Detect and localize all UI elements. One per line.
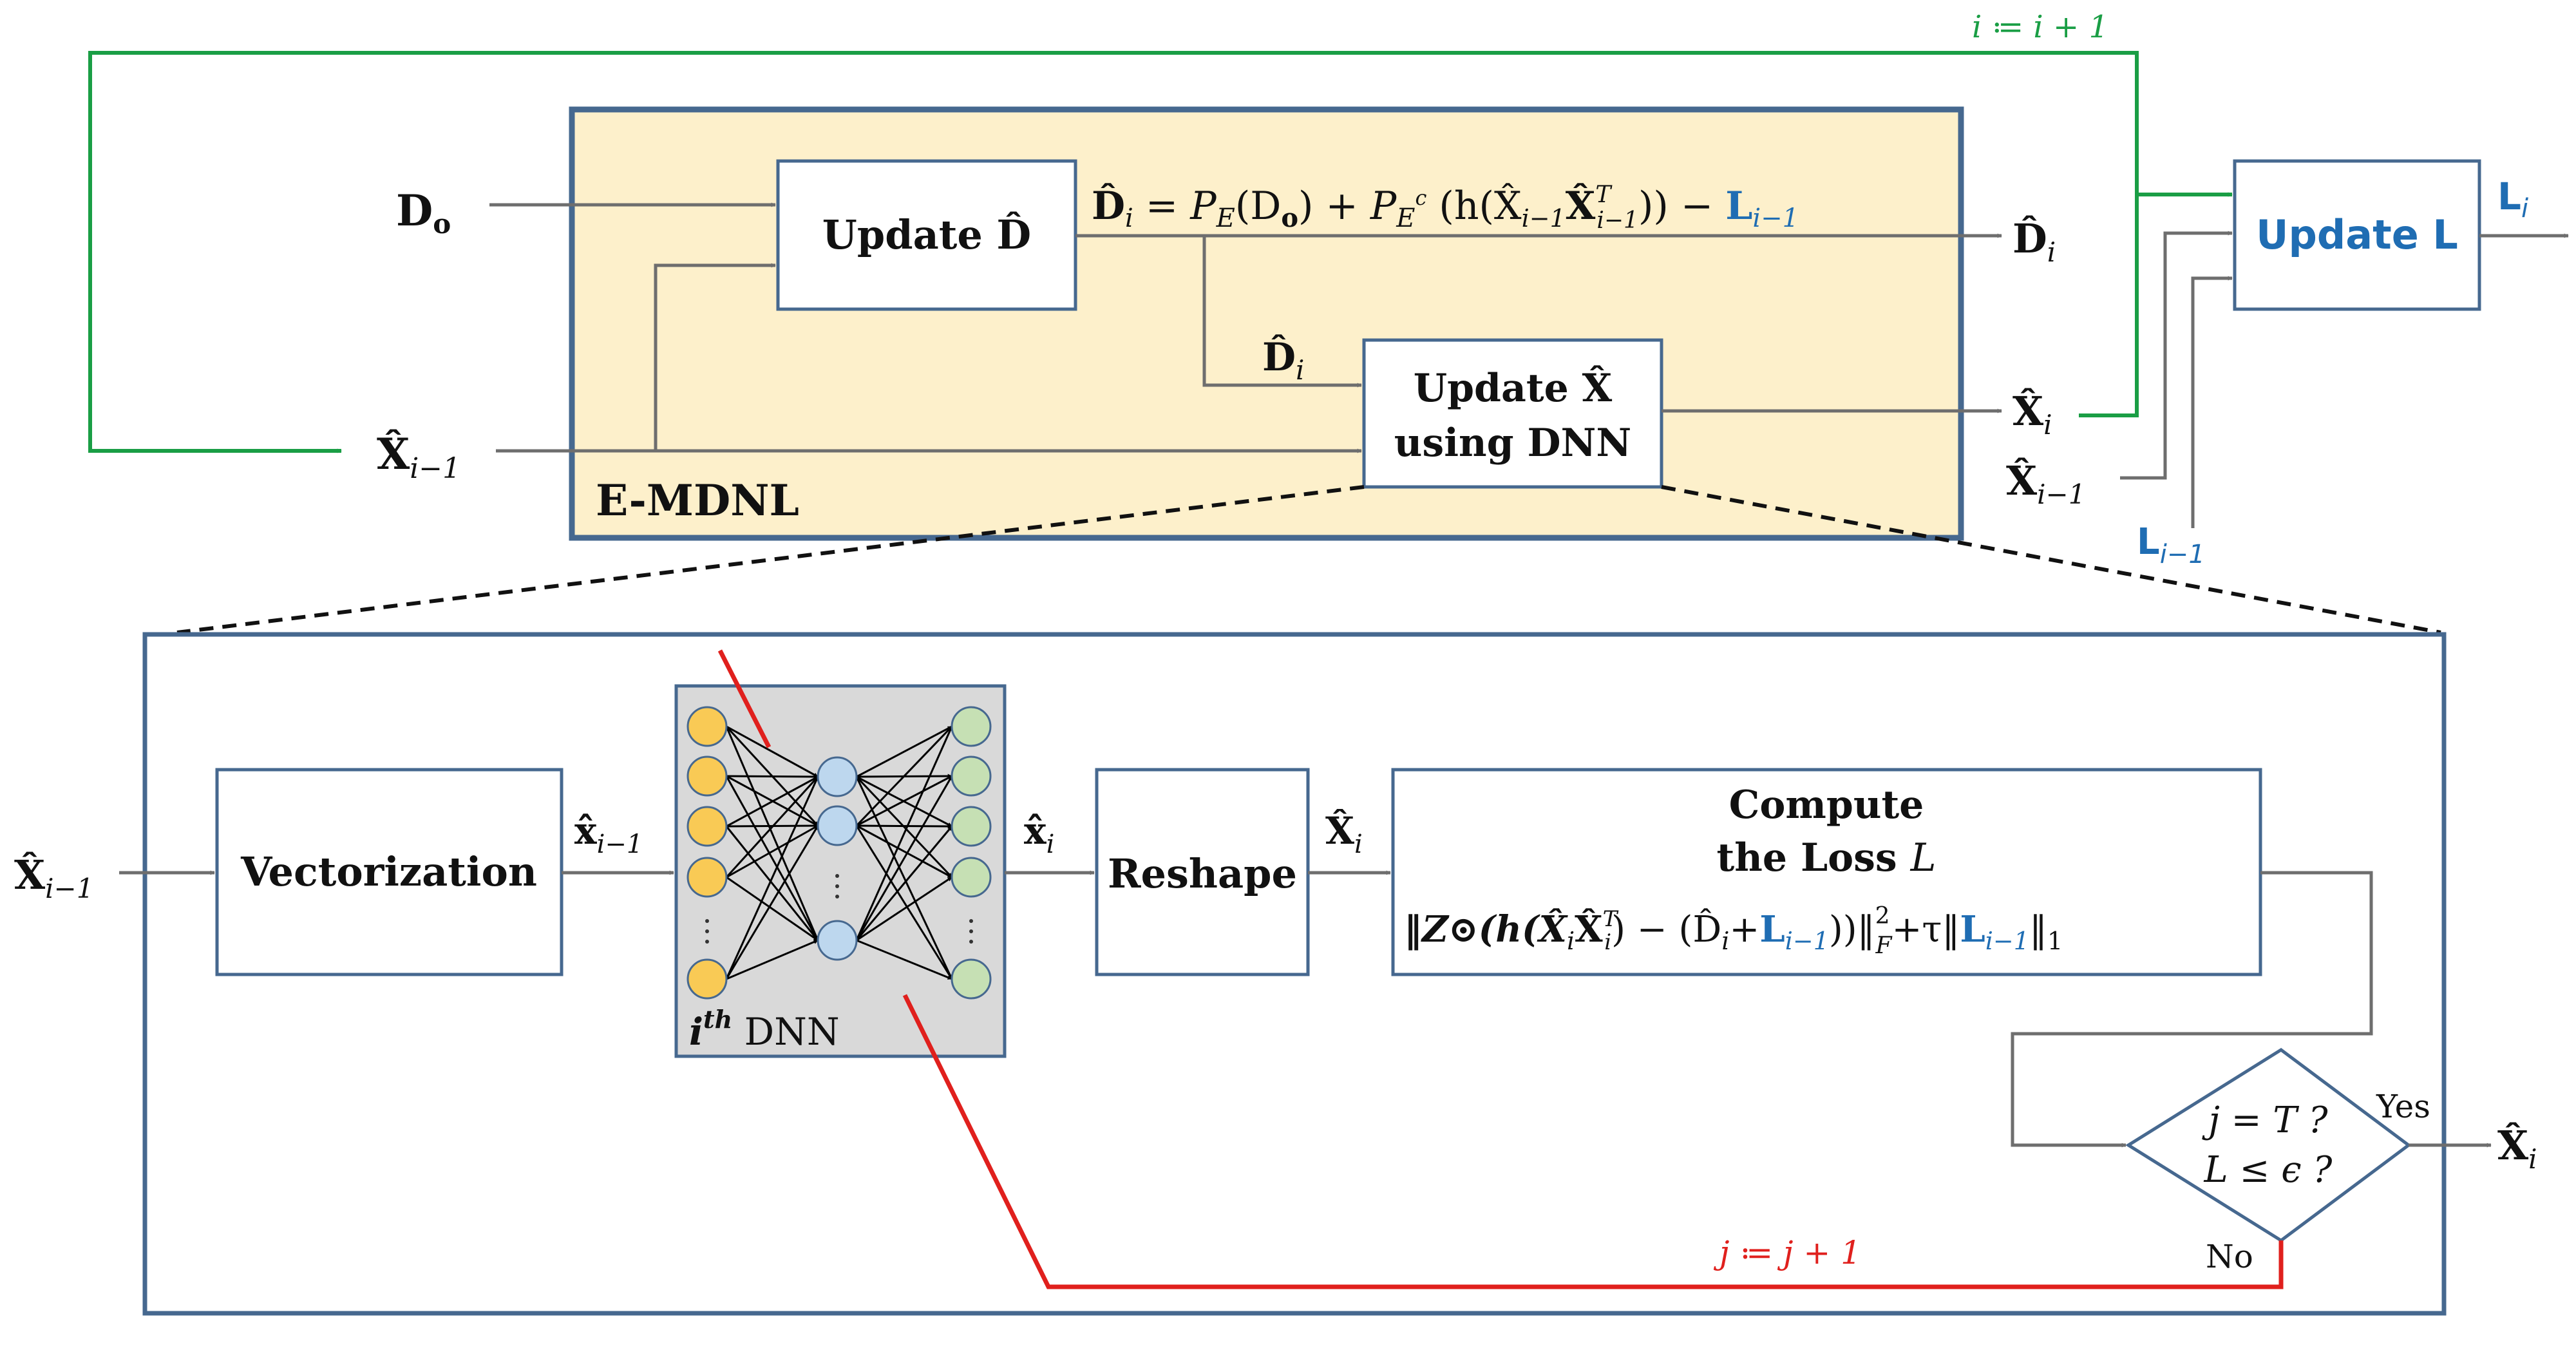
ellipsis-dot [969, 929, 973, 933]
out-d: D̂i [2012, 215, 2056, 268]
loss-title-2: the Loss L [1717, 835, 1937, 880]
inner-loop-label: j ≔ j + 1 [1713, 1234, 1861, 1271]
arrow-xprev-to-update-l [2120, 231, 2233, 480]
output-node [951, 755, 992, 797]
dnn-out-label: x̂i [1024, 809, 1054, 859]
hidden-node [817, 920, 858, 961]
ellipsis-dot [969, 919, 973, 923]
reshape-label: Reshape [1108, 850, 1297, 897]
final-out-label: X̂i [2497, 1122, 2537, 1175]
ellipsis-dot [835, 874, 839, 878]
network-edge [856, 725, 952, 778]
arrow-loss-to-decision [2011, 871, 2373, 1148]
input-node [687, 706, 728, 747]
network-edge [855, 725, 953, 827]
ellipsis-dot [705, 940, 709, 944]
output-node [951, 706, 992, 747]
out-x-prev: X̂i−1 [2006, 457, 2085, 510]
network-edge [855, 726, 953, 941]
arrow-x-to-update-d [654, 263, 776, 451]
network-edge [725, 775, 819, 879]
input-node [687, 755, 728, 797]
hidden-node [817, 756, 858, 797]
network-edge [725, 726, 819, 941]
ellipsis-dot [835, 895, 839, 898]
network-edge [725, 775, 819, 941]
input-node [687, 806, 728, 847]
output-node [951, 806, 992, 847]
arrow-lprev-to-update-l [2191, 276, 2233, 528]
network-edge [726, 939, 819, 980]
loss-title-1: Compute [1729, 783, 1924, 828]
network-edge [856, 824, 952, 879]
ellipsis-dot [705, 919, 709, 923]
output-node [951, 857, 992, 898]
top-arrows [489, 202, 2569, 528]
network-edge [856, 876, 952, 942]
network-edge [855, 825, 953, 980]
outer-loop-label: i ≔ i + 1 [1972, 9, 2108, 45]
hidden-node [817, 805, 858, 846]
bottom-arrows [119, 870, 2492, 1148]
mid-d-label: D̂i [1262, 334, 1304, 386]
update-x-label-1: Update X̂ [1414, 365, 1613, 411]
vectorization-box [215, 768, 564, 976]
network-edge [726, 876, 819, 942]
dnn-label: ith DNN [689, 1005, 840, 1054]
vectorization-label: Vectorization [240, 848, 537, 895]
out-x: X̂i [2012, 388, 2052, 441]
reshape-box [1095, 768, 1310, 976]
neural-network [687, 706, 992, 1000]
yes-label: Yes [2376, 1088, 2430, 1125]
network-edge [726, 824, 819, 879]
network-edge [855, 775, 953, 941]
update-l-label: Update L [2256, 211, 2458, 258]
reshape-out-label: X̂i [1325, 808, 1363, 859]
output-node [951, 958, 992, 1000]
update-x-label-2: using DNN [1394, 421, 1631, 466]
ellipsis-dot [835, 884, 839, 888]
bottom-input: X̂i−1 [14, 851, 93, 904]
arrow-d-to-update-x [1202, 236, 1362, 388]
network-edge [855, 826, 953, 941]
decision-line-2: L ≤ ϵ ? [2204, 1149, 2333, 1191]
update-d-box [776, 159, 1077, 311]
out-l: Li [2497, 175, 2528, 223]
update-x-box [1362, 338, 1663, 489]
emdnl-label: E-MDNL [596, 475, 799, 526]
network-edge [725, 825, 819, 980]
inner-loop [717, 649, 2284, 1289]
loss-box [1391, 768, 2262, 976]
input-node [687, 857, 728, 898]
no-label: No [2206, 1238, 2253, 1275]
ellipsis-dot [969, 940, 973, 944]
input-x-prev: X̂i−1 [377, 429, 460, 485]
zoom-lines [176, 485, 2441, 634]
outer-loop [88, 51, 2233, 453]
out-l-prev: Li−1 [2137, 521, 2205, 569]
network-edge [726, 775, 819, 828]
update-d-label: Update D̂ [822, 211, 1031, 258]
network-edge [725, 826, 819, 941]
input-node [687, 958, 728, 1000]
network-edge [726, 774, 819, 779]
ellipsis-dot [705, 929, 709, 933]
network-edge [856, 775, 952, 827]
vec-out-label: x̂i−1 [574, 809, 643, 859]
network-edge [725, 776, 819, 980]
network-edge [726, 725, 819, 778]
input-d-o: Do [396, 185, 451, 240]
network-edge [856, 939, 952, 980]
decision-line-1: j = T ? [2201, 1099, 2328, 1141]
